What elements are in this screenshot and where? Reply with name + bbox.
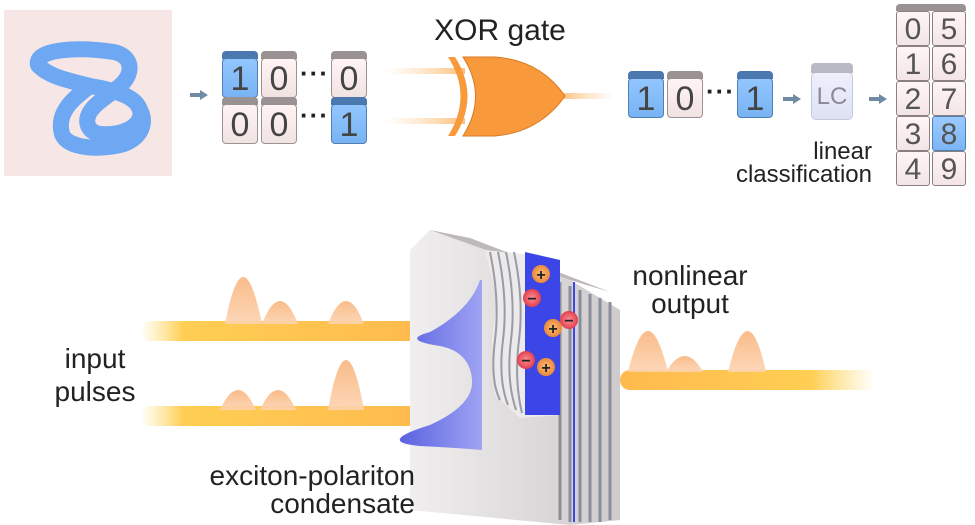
bit-cell: 1	[628, 71, 664, 118]
exciton-polariton-label: exciton-polariton	[209, 460, 415, 491]
pulses-label: pulses	[54, 376, 136, 407]
bit-cell: 1	[331, 97, 367, 144]
class-cell: 3	[896, 116, 930, 151]
grid-top	[896, 4, 966, 11]
linear-classifier-box: LC	[811, 63, 853, 120]
electron-particle	[517, 351, 535, 369]
svg-text:−: −	[564, 313, 573, 330]
xor-gate-icon	[385, 56, 615, 137]
svg-text:+: +	[541, 360, 550, 377]
arrow-right-icon	[869, 94, 887, 104]
nonlinear-label: nonlinear	[632, 260, 748, 291]
input-beam-bottom	[140, 406, 430, 426]
pulse	[628, 331, 668, 372]
svg-text:+: +	[536, 267, 545, 284]
class-cell: 1	[896, 46, 930, 81]
output-beam	[620, 370, 875, 390]
output-label: output	[651, 288, 729, 319]
ellipsis: ···	[300, 58, 329, 88]
digit-eight-icon	[29, 41, 151, 156]
bit-cell: 0	[261, 97, 297, 144]
bit-cell: 0	[261, 51, 297, 98]
pulse	[666, 356, 703, 372]
input-digit-image	[4, 10, 172, 176]
lc-text: LC	[816, 83, 848, 110]
class-cell: 2	[896, 81, 930, 116]
electron-particle	[560, 311, 578, 329]
pulse	[328, 360, 364, 410]
physics-scene: + − + − − +	[140, 230, 875, 525]
bit-cell: 1	[737, 71, 773, 118]
class-cell: 4	[896, 151, 930, 186]
input-beam-top	[140, 321, 430, 341]
class-cell: 6	[932, 46, 966, 81]
ellipsis: ···	[300, 100, 329, 130]
class-cell: 5	[932, 11, 966, 46]
condensate-label: condensate	[270, 488, 415, 519]
linear-label: linear	[813, 138, 872, 165]
bit-cell: 0	[222, 97, 258, 144]
classification-label: classification	[735, 161, 872, 188]
microcavity-slab: + − + − − +	[410, 230, 620, 525]
pulse	[728, 331, 766, 372]
electron-particle	[523, 289, 541, 307]
class-cell: 7	[932, 81, 966, 116]
class-cell: 9	[932, 151, 966, 186]
pulse	[225, 277, 262, 324]
hole-particle	[544, 319, 562, 337]
ellipsis: ···	[706, 76, 735, 106]
class-cell: 0	[896, 11, 930, 46]
svg-text:−: −	[527, 291, 536, 308]
pulse	[220, 390, 256, 410]
input-label: input	[64, 343, 126, 374]
xor-gate-label: XOR gate	[434, 14, 566, 47]
pulse	[260, 390, 296, 410]
bit-cell: 1	[222, 51, 258, 98]
class-cell-selected: 8	[932, 116, 966, 151]
hole-particle	[537, 358, 555, 376]
condensate-shape	[399, 280, 482, 450]
svg-text:−: −	[521, 353, 530, 370]
arrow-right-icon	[190, 90, 208, 100]
bit-cell: 0	[667, 71, 703, 118]
svg-text:+: +	[548, 321, 557, 338]
hole-particle	[532, 265, 550, 283]
bit-cell: 0	[331, 51, 367, 98]
arrow-right-icon	[783, 94, 801, 104]
pulse	[262, 301, 298, 324]
pulse	[328, 301, 364, 324]
